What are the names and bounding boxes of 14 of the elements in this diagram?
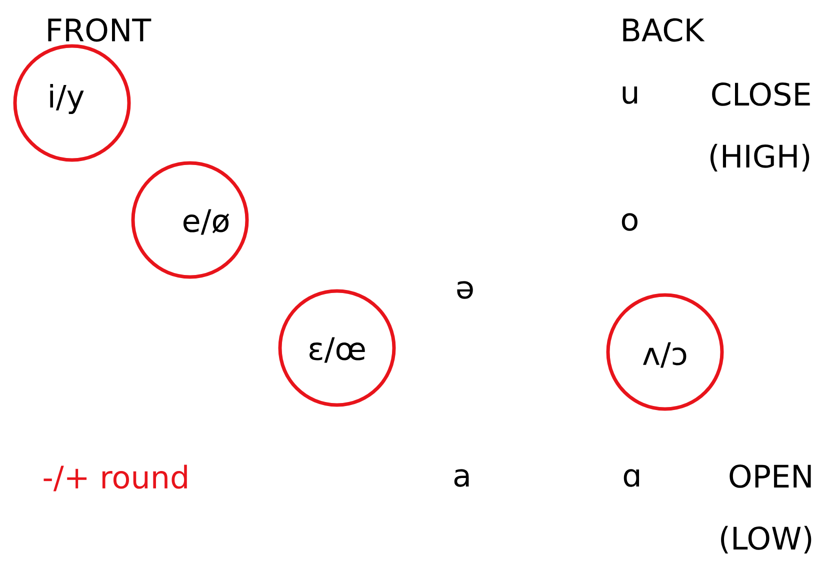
vowel-label: a [454, 469, 469, 487]
circled-vowel: e/ø [131, 161, 249, 279]
vowel-label: -/+ round [44, 464, 187, 492]
vowel-label: o [622, 213, 638, 231]
vowel-label: CLOSE (HIGH) [710, 82, 810, 172]
vowel-label: FRONT [48, 18, 152, 42]
circled-vowel: i/y [13, 44, 131, 162]
circled-vowel: ʌ/ɔ [606, 293, 724, 411]
vowel-label: u [622, 86, 638, 104]
vowel-label: ə [457, 281, 473, 299]
vowel-label: OPEN (LOW) [721, 464, 812, 554]
vowel-label: BACK [623, 18, 705, 42]
vowel-label: ɑ [624, 469, 640, 487]
circled-vowel: ɛ/œ [278, 289, 396, 407]
